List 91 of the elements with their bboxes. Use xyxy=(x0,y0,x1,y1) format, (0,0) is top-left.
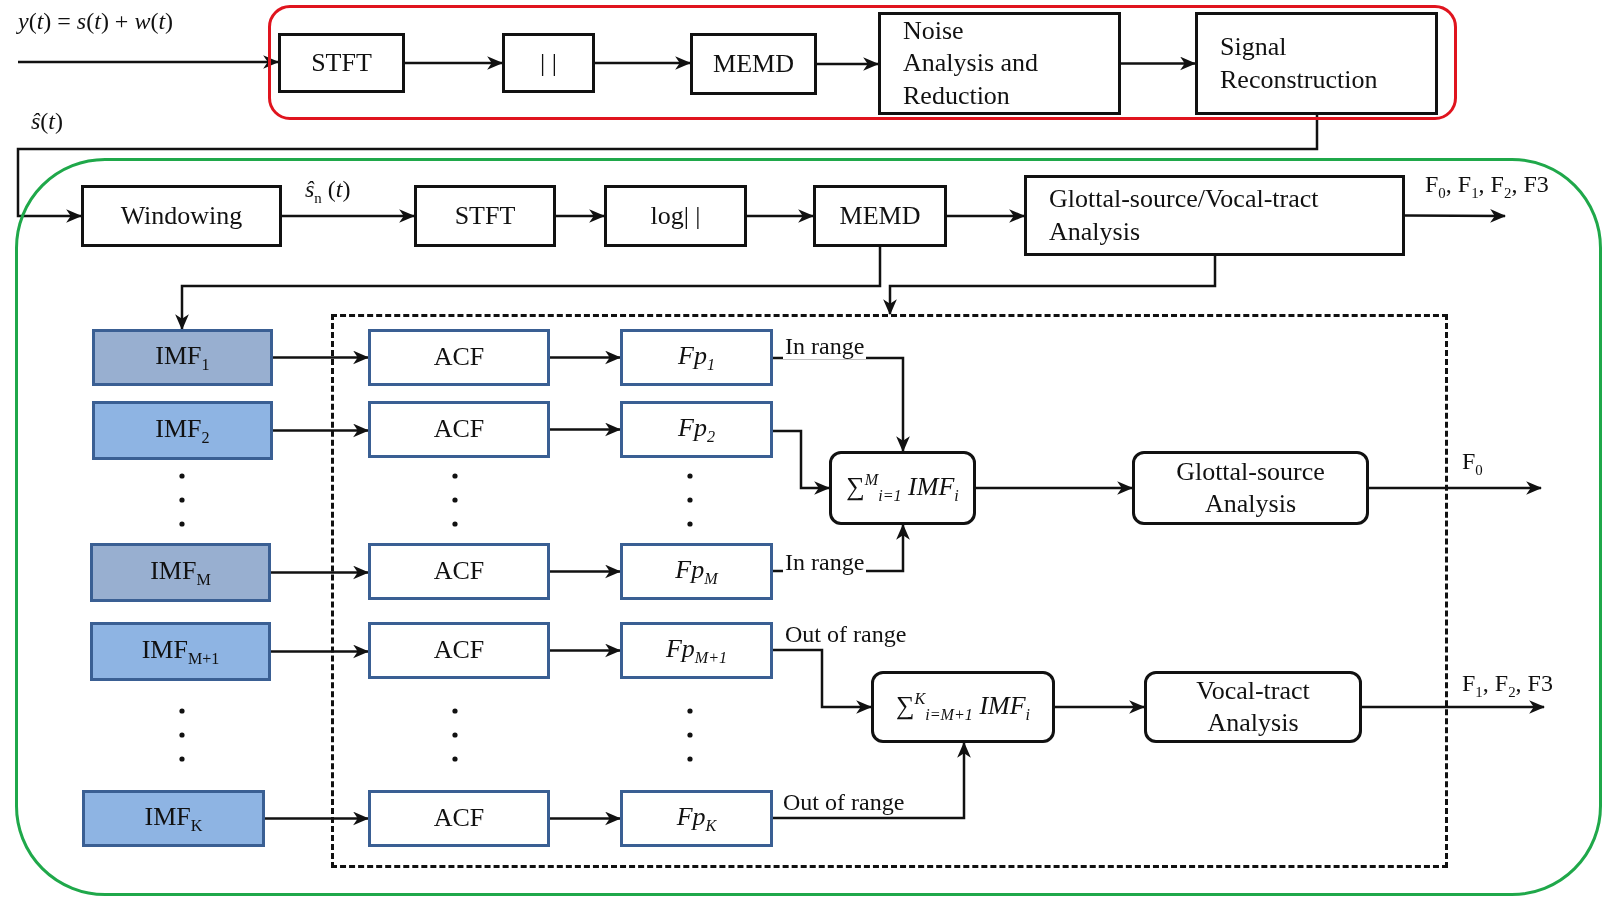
imf-box xyxy=(90,622,271,681)
arrow xyxy=(817,57,880,71)
process-box xyxy=(620,622,773,679)
arrow xyxy=(550,643,622,658)
box-label: Fp$_{2}$ xyxy=(678,411,715,447)
box-label: ∑$^{M}$$_{i=1}$ IMF$_{i}$ xyxy=(846,470,959,506)
dashed-frame xyxy=(331,314,1448,868)
imf-box xyxy=(92,329,273,386)
process-box xyxy=(1144,671,1362,743)
imf-box xyxy=(90,543,271,602)
arrow xyxy=(550,422,622,437)
box-label: | | xyxy=(540,46,557,79)
box-label: Fp$_{M+1}$ xyxy=(665,632,728,668)
process-box xyxy=(620,543,773,600)
process-box xyxy=(1195,12,1438,115)
box-label: MEMD xyxy=(839,199,921,232)
box-label: STFT xyxy=(311,46,372,79)
arrow xyxy=(175,247,882,331)
process-box xyxy=(690,33,817,95)
box-label: Noise Analysis and Reduction xyxy=(903,14,1040,112)
process-box xyxy=(620,329,773,386)
box-label: IMF$_{M+1}$ xyxy=(141,633,220,669)
process-box xyxy=(368,790,550,847)
arrow xyxy=(550,811,622,826)
process-box xyxy=(414,185,556,247)
box-label: Signal Reconstruction xyxy=(1220,31,1379,96)
box-label: IMF$_{2}$ xyxy=(155,412,210,448)
box-label: ACF xyxy=(433,802,485,835)
process-box xyxy=(813,185,947,247)
arrow xyxy=(883,256,1217,316)
box-label: log| | xyxy=(650,199,701,232)
arrow xyxy=(773,741,971,820)
arrow xyxy=(556,209,606,223)
box-label: Glottal-source/Vocal-tract Analysis xyxy=(1049,183,1320,248)
box-label: Fp$_{K}$ xyxy=(676,800,717,836)
box-label: ∑$^{K}$$_{i=M+1}$ IMF$_{i}$ xyxy=(895,689,1031,725)
arrow xyxy=(550,564,622,579)
arrow xyxy=(282,209,416,223)
arrow xyxy=(273,423,370,438)
arrow xyxy=(18,55,280,69)
process-box xyxy=(604,185,747,247)
arrow xyxy=(747,209,815,223)
process-box xyxy=(368,401,550,458)
box-label: IMF$_{K}$ xyxy=(144,800,203,836)
group-frame xyxy=(15,158,1602,896)
process-box xyxy=(1132,451,1369,525)
box-label: MEMD xyxy=(713,47,794,80)
imf-box xyxy=(92,401,273,460)
arrow xyxy=(976,481,1134,495)
box-label: IMF$_{1}$ xyxy=(155,339,210,375)
process-box xyxy=(620,790,773,847)
arrow xyxy=(595,56,692,70)
arrow xyxy=(1405,209,1507,223)
arrow xyxy=(271,644,370,659)
arrow xyxy=(405,56,504,70)
process-box xyxy=(1024,175,1405,256)
arrow xyxy=(947,209,1026,223)
arrow xyxy=(273,350,370,365)
imf-box xyxy=(82,790,265,847)
process-box xyxy=(278,33,405,93)
box-label: Glottal-source Analysis xyxy=(1175,455,1326,520)
box-label: IMF$_{M}$ xyxy=(150,554,211,590)
box-label: Vocal-tract Analysis xyxy=(1195,674,1311,739)
arrow xyxy=(16,115,1319,223)
process-box xyxy=(368,329,550,386)
group-frame xyxy=(268,5,1457,120)
box-label: Fp$_{M}$ xyxy=(675,553,718,589)
process-box xyxy=(878,12,1121,115)
box-label: ACF xyxy=(433,555,485,588)
box-label: Fp$_{1}$ xyxy=(678,339,715,375)
process-box xyxy=(368,622,550,679)
process-box xyxy=(368,543,550,600)
arrow xyxy=(1369,481,1543,495)
arrow xyxy=(773,648,873,714)
process-box xyxy=(81,185,282,247)
arrow xyxy=(1055,700,1146,714)
box-label: ACF xyxy=(433,341,485,374)
arrow xyxy=(773,429,831,495)
arrow xyxy=(271,565,370,580)
process-box xyxy=(502,33,595,93)
box-label: ACF xyxy=(433,413,485,446)
summation-box xyxy=(829,451,976,525)
arrow xyxy=(1362,700,1546,714)
process-box xyxy=(620,401,773,458)
box-label: Windowing xyxy=(120,199,243,232)
box-label: STFT xyxy=(454,199,516,232)
arrow xyxy=(265,811,370,826)
box-label: ACF xyxy=(433,634,485,667)
summation-box xyxy=(871,671,1055,743)
arrow xyxy=(550,350,622,365)
arrow xyxy=(1121,56,1197,71)
